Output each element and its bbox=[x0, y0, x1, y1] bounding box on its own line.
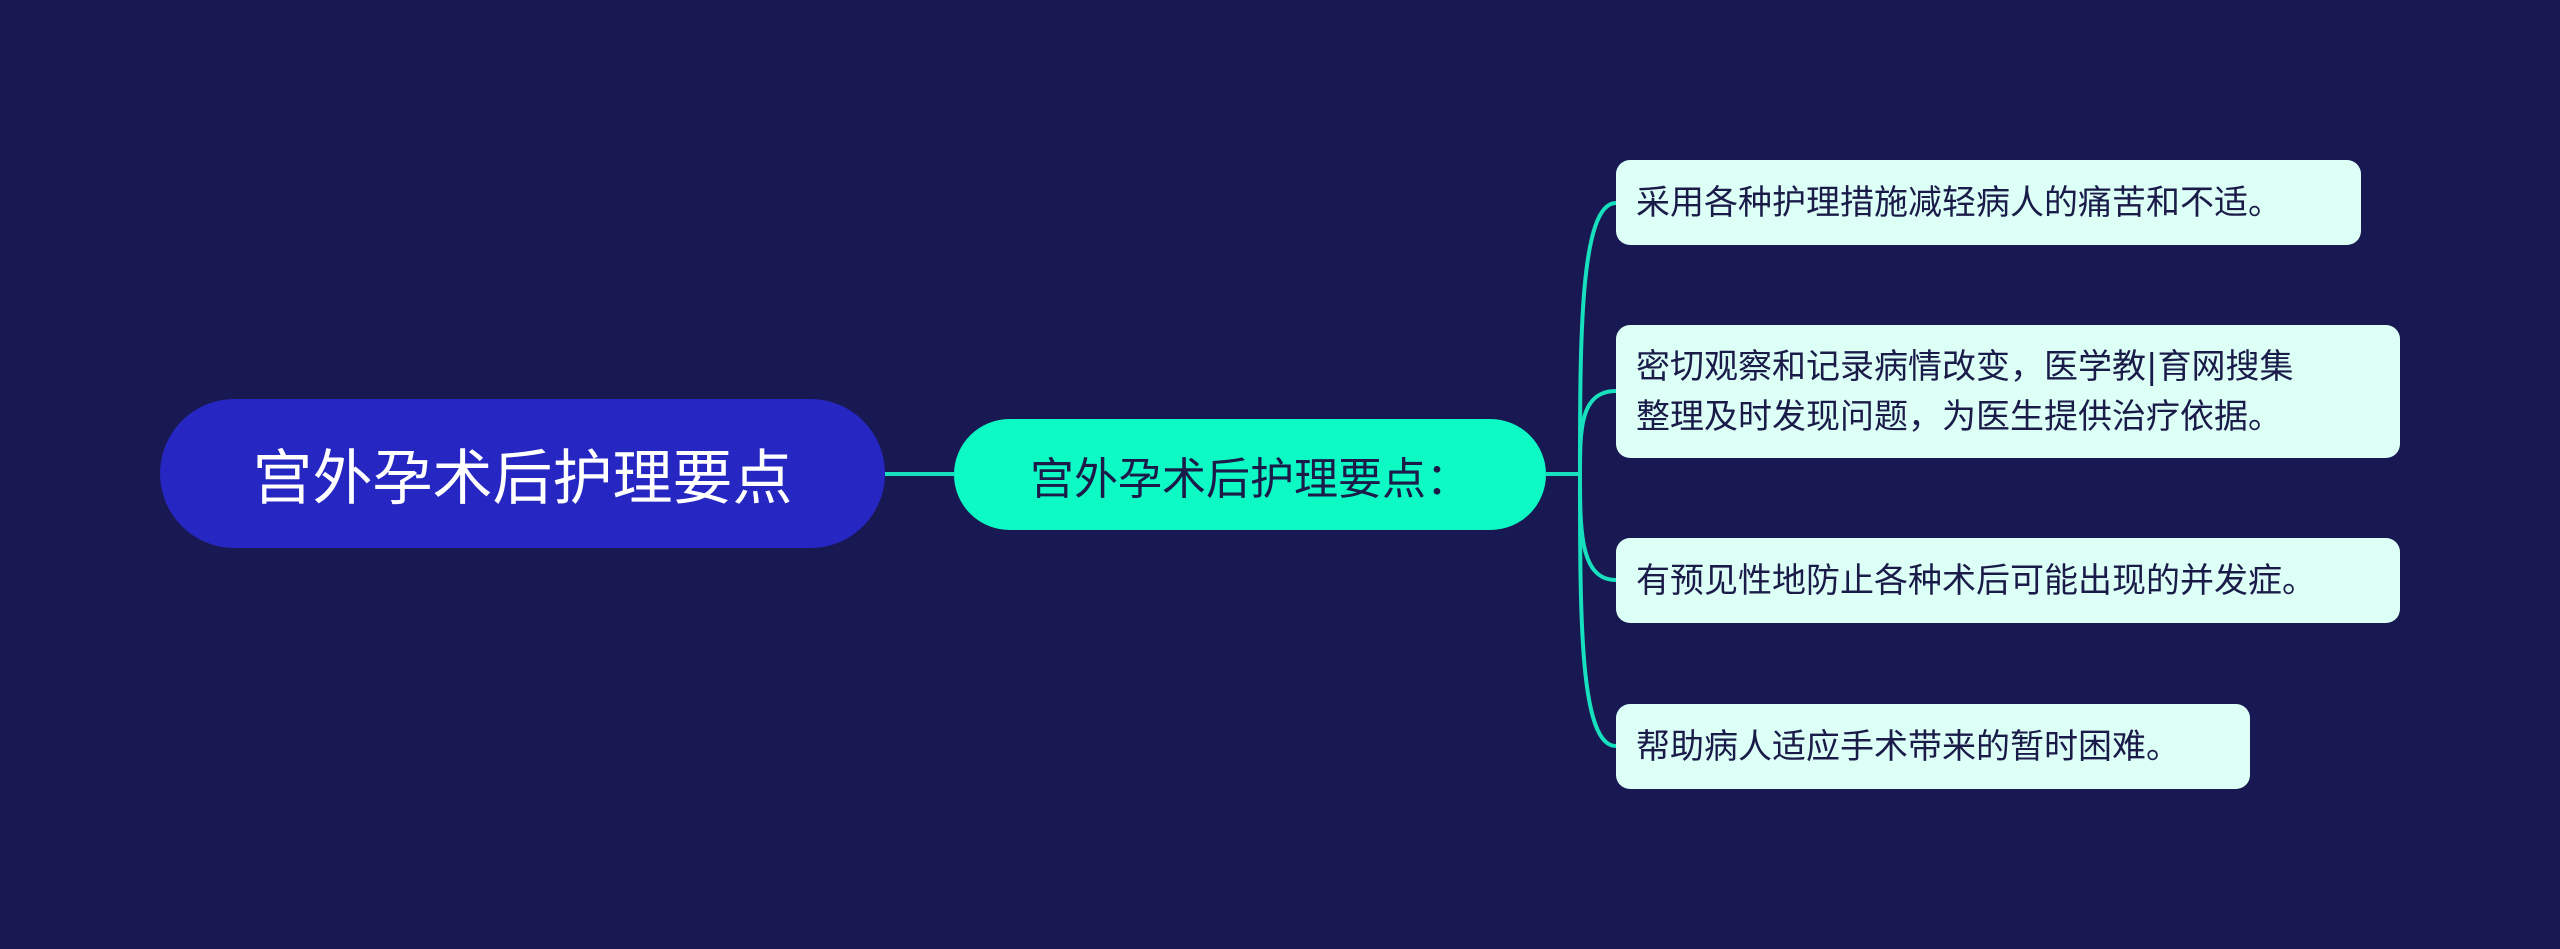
root-node[interactable]: 宫外孕术后护理要点 bbox=[160, 399, 885, 548]
leaf-text: 有预见性地防止各种术后可能出现的并发症。 bbox=[1636, 556, 2316, 606]
connector-leaf-2 bbox=[1578, 473, 1617, 582]
subtopic-node[interactable]: 宫外孕术后护理要点： bbox=[954, 419, 1546, 530]
leaf-node[interactable]: 密切观察和记录病情改变，医学教|育网搜集 整理及时发现问题，为医生提供治疗依据。 bbox=[1616, 325, 2400, 458]
leaf-text-line: 密切观察和记录病情改变，医学教|育网搜集 bbox=[1636, 346, 2294, 387]
leaf-node[interactable]: 帮助病人适应手术带来的暂时困难。 bbox=[1616, 704, 2250, 789]
connector-leaf-1 bbox=[1578, 389, 1617, 475]
leaf-text: 帮助病人适应手术带来的暂时困难。 bbox=[1636, 722, 2180, 772]
connector-leaf-0 bbox=[1578, 201, 1617, 475]
leaf-text-line: 整理及时发现问题，为医生提供治疗依据。 bbox=[1636, 396, 2282, 437]
leaf-text: 采用各种护理措施减轻病人的痛苦和不适。 bbox=[1636, 178, 2282, 228]
connector-leaf-3 bbox=[1578, 473, 1617, 748]
leaf-text-line: 采用各种护理措施减轻病人的痛苦和不适。 bbox=[1636, 182, 2282, 223]
leaf-text-line: 帮助病人适应手术带来的暂时困难。 bbox=[1636, 726, 2180, 767]
leaf-node[interactable]: 采用各种护理措施减轻病人的痛苦和不适。 bbox=[1616, 160, 2361, 245]
leaf-text-line: 有预见性地防止各种术后可能出现的并发症。 bbox=[1636, 560, 2316, 601]
leaf-node[interactable]: 有预见性地防止各种术后可能出现的并发症。 bbox=[1616, 538, 2400, 623]
leaf-text: 密切观察和记录病情改变，医学教|育网搜集 整理及时发现问题，为医生提供治疗依据。 bbox=[1636, 342, 2293, 442]
